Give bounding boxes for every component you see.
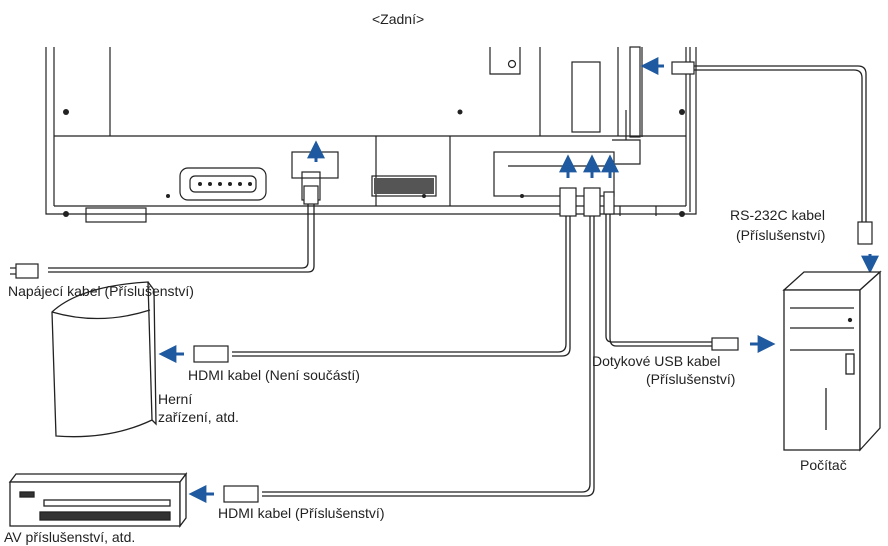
signal-arrows bbox=[158, 57, 879, 503]
handle-dots bbox=[198, 182, 252, 186]
computer-icon bbox=[782, 270, 882, 452]
screw-holes bbox=[63, 109, 685, 217]
computer-label: Počítač bbox=[800, 457, 847, 473]
usb-sub-label: (Příslušenství) bbox=[646, 371, 735, 387]
vent-grille bbox=[374, 178, 434, 194]
cables bbox=[48, 65, 867, 497]
av-label: AV příslušenství, atd. bbox=[4, 529, 135, 545]
hdmi-game-label: HDMI kabel (Není součástí) bbox=[188, 367, 360, 383]
rs232c-label: RS-232C kabel bbox=[730, 207, 825, 223]
game-label-line2: zařízení, atd. bbox=[158, 409, 239, 425]
power-cable-label: Napájecí kabel (Příslušenství) bbox=[8, 283, 194, 299]
usb-label: Dotykové USB kabel bbox=[592, 353, 720, 369]
rs232c-sub-label: (Příslušenství) bbox=[736, 227, 825, 243]
av-device-icon bbox=[8, 472, 188, 528]
hdmi-av-label: HDMI kabel (Příslušenství) bbox=[218, 505, 384, 521]
game-device-icon bbox=[51, 281, 157, 438]
game-label-line1: Herní bbox=[158, 391, 192, 407]
cable-plugs bbox=[10, 61, 873, 503]
diagram-title: <Zadní> bbox=[372, 11, 424, 27]
